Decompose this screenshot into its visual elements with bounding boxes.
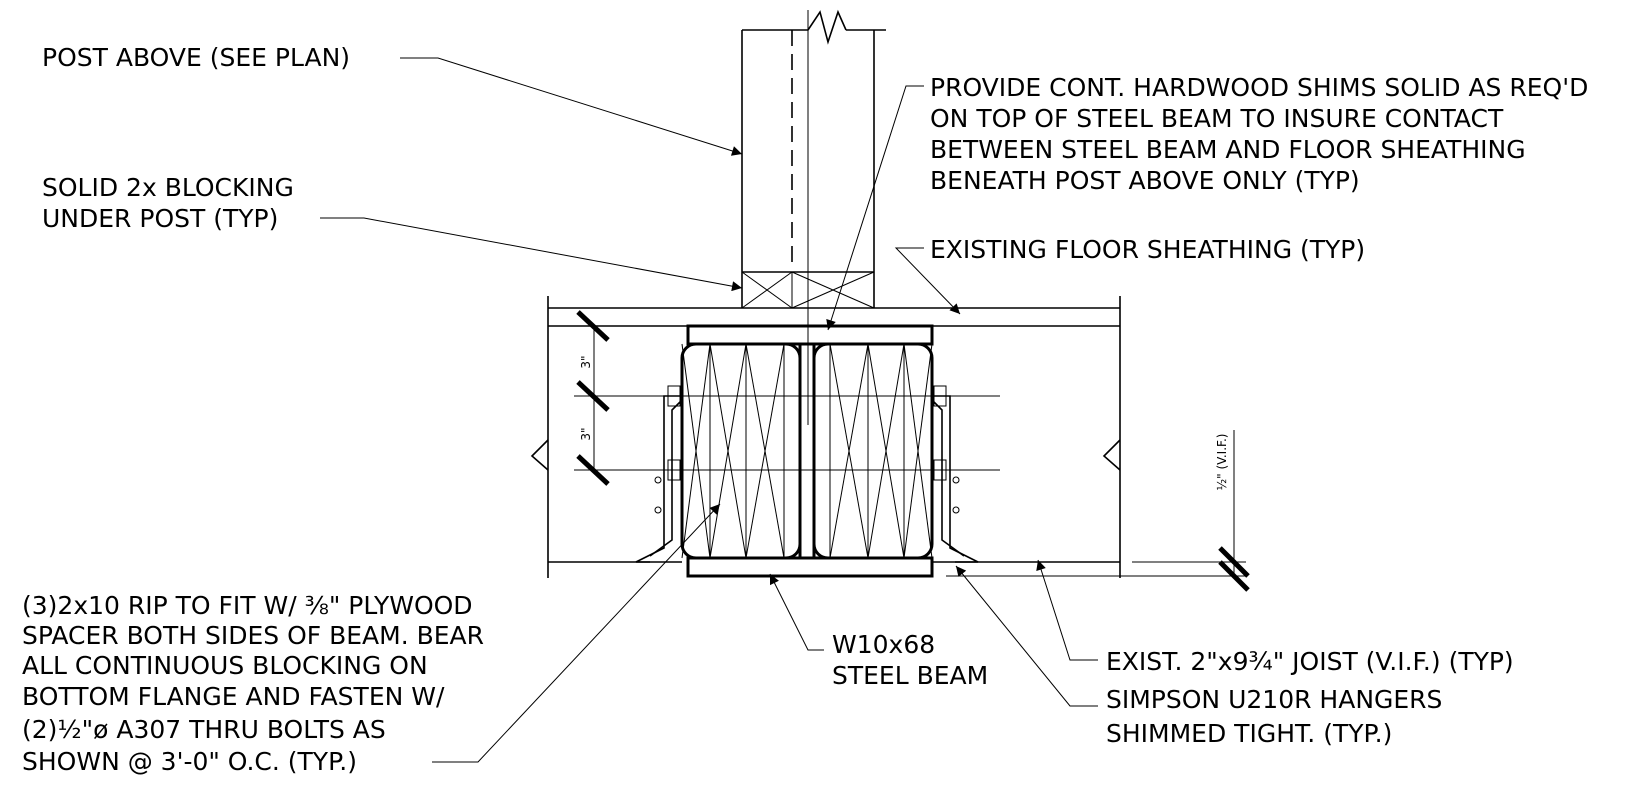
post-above [741,9,886,425]
leaders [320,57,1098,763]
dim-3in-top: 3" [579,355,593,368]
dim-3in-bottom: 3" [579,427,593,440]
note-floor-sheathing: EXISTING FLOOR SHEATHING (TYP) [930,235,1365,264]
existing-joist-right [955,439,1121,563]
solid-blocking [741,271,875,309]
note-rip-blocking: (3)2x10 RIP TO FIT W/ ⅜" PLYWOOD SPACER … [22,591,492,776]
note-simpson-hangers: SIMPSON U210R HANGERS SHIMMED TIGHT. (TY… [1106,685,1450,748]
blocking-right [812,342,934,560]
note-post-above: POST ABOVE (SEE PLAN) [42,43,350,72]
joist-offset-dimension: ½" (V.I.F.) [946,430,1250,592]
existing-joist-left [530,439,650,563]
steel-beam [686,324,934,578]
thru-bolts [574,385,1000,481]
hanger-right [931,395,979,563]
blocking-left [680,342,802,560]
hanger-left [635,395,683,563]
note-steel-beam: W10x68 STEEL BEAM [832,630,988,690]
dim-half-inch-vif: ½" (V.I.F.) [1215,434,1229,491]
note-hardwood-shims: PROVIDE CONT. HARDWOOD SHIMS SOLID AS RE… [930,73,1596,195]
note-solid-blocking: SOLID 2x BLOCKING UNDER POST (TYP) [42,173,302,233]
bolt-spacing-dimension: 3" 3" [576,310,610,486]
note-existing-joist: EXIST. 2"x9¾" JOIST (V.I.F.) (TYP) [1106,647,1514,676]
